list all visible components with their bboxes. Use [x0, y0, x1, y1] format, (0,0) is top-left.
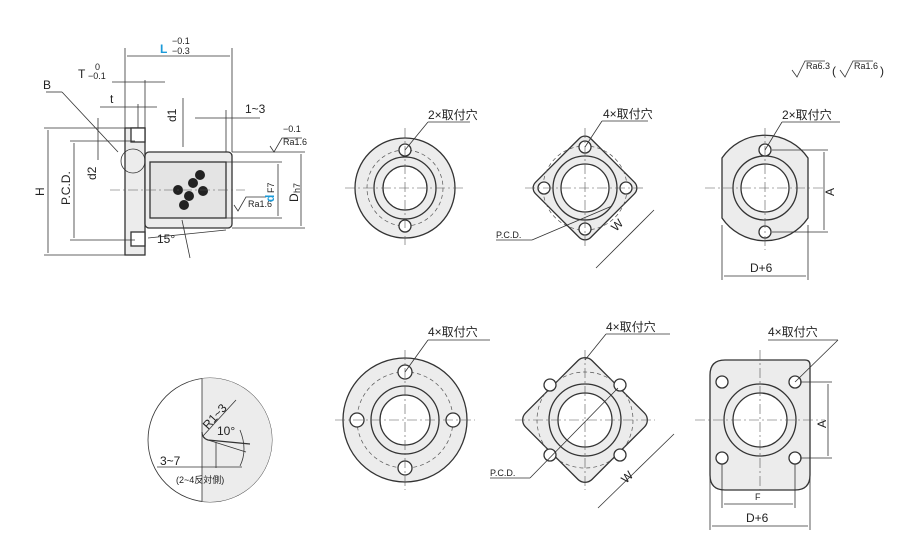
detail-note-label: (2~4反対側) [176, 474, 224, 485]
top-square-flange-view: 4×取付穴 P.C.D. W [496, 106, 655, 269]
mounting-hole [715, 375, 729, 389]
big-d-fit: h7 [292, 183, 302, 193]
mounting-hole [788, 451, 802, 465]
side-section-view: L −0.1 −0.3 T 0 −0.1 t B d1 d2 H P.C.D. … [33, 36, 307, 259]
paren-open: ( [832, 64, 836, 78]
l-tol-upper: −0.1 [172, 36, 190, 46]
bottom-square-flange-view: 4×取付穴 P.C.D. W [490, 319, 675, 509]
top-square-holes-label: 4×取付穴 [603, 106, 653, 121]
roughness-symbol-outer [269, 137, 302, 153]
d-label: d [263, 195, 277, 202]
ra-specified: Ra1.6 [854, 61, 878, 71]
roughness-symbol-inner [233, 196, 266, 212]
detail-b-circle [120, 148, 146, 174]
top-round-flange-view: 2×取付穴 [345, 107, 478, 245]
d2-label: d2 [85, 166, 99, 180]
detail-b-view: R1~3 10° 3~7 (2~4反対側) [147, 377, 273, 503]
t-tol-lower: −0.1 [88, 71, 106, 81]
l-tol-lower: −0.3 [172, 46, 190, 56]
bottom-round-flange-view: 4×取付穴 [335, 324, 490, 490]
top-square-pcd-label: P.C.D. [496, 230, 521, 240]
t-tol-upper: 0 [95, 62, 100, 72]
h-label: H [33, 187, 47, 196]
big-d-label: D [287, 193, 301, 202]
bottom-cut-a-label: A [815, 420, 829, 428]
flatness-tol: −0.1 [283, 124, 301, 134]
top-cut-holes-label: 2×取付穴 [782, 107, 832, 122]
t-label: T [78, 67, 86, 81]
pcd-label: P.C.D. [59, 171, 73, 205]
chamfer-label: 1~3 [245, 102, 266, 116]
roughness-general-symbol [791, 60, 825, 78]
bottom-square-holes-label: 4×取付穴 [606, 319, 656, 334]
detail-depth-label: 3~7 [160, 454, 181, 468]
d-fit: F7 [266, 182, 276, 193]
bottom-square-w-label: W [618, 468, 636, 486]
l-label: L [160, 42, 167, 56]
bottom-cut-holes-label: 4×取付穴 [768, 324, 818, 339]
top-cut-d6-label: D+6 [750, 261, 773, 275]
roughness-specified-symbol [839, 60, 873, 78]
ra-general: Ra6.3 [806, 61, 830, 71]
d1-label: d1 [165, 108, 179, 122]
top-cut-flange-view: 2×取付穴 A D+6 [705, 107, 840, 280]
mounting-hole [613, 378, 627, 392]
angle-label: 15° [157, 232, 175, 246]
bottom-cut-flange-view: 4×取付穴 A F D+6 [695, 324, 839, 530]
bottom-square-pcd-label: P.C.D. [490, 468, 515, 478]
top-cut-a-label: A [823, 188, 837, 196]
mounting-hole [715, 451, 729, 465]
ra-inner: Ra1.6 [248, 199, 272, 209]
bottom-cut-d6-label: D+6 [746, 511, 769, 525]
detail-angle-label: 10° [217, 424, 235, 438]
small-t-label: t [110, 92, 114, 106]
paren-close: ) [880, 64, 884, 78]
counterbore-bottom [130, 231, 146, 247]
mounting-hole [543, 378, 557, 392]
bottom-cut-f-label: F [755, 492, 761, 502]
top-round-holes-label: 2×取付穴 [428, 107, 478, 122]
roughness-note: Ra6.3 ( Ra1.6 ) [791, 60, 884, 78]
mounting-hole [543, 448, 557, 462]
ra-outer: Ra1.6 [283, 137, 307, 147]
b-label: B [43, 78, 51, 92]
counterbore-top [130, 127, 146, 143]
mounting-hole [613, 448, 627, 462]
top-square-w-label: W [608, 216, 626, 234]
graphite-plugs [173, 170, 208, 210]
bottom-round-holes-label: 4×取付穴 [428, 324, 478, 339]
